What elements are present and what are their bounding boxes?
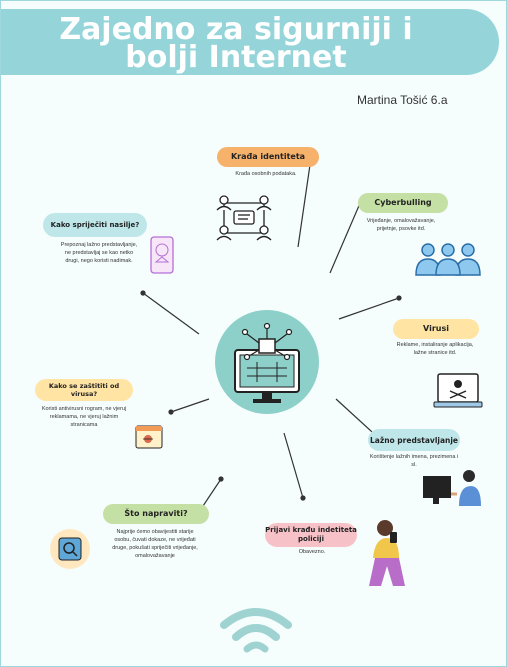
node-identity-theft-desc: Krađa osobnih podataka. xyxy=(235,171,297,177)
title-banner: Zajedno za sigurniji i bolji Internet xyxy=(1,9,499,75)
node-protect-desc: Koristi antivirusni rogram, ne vjeruj re… xyxy=(41,406,127,428)
node-prevent-desc: Prepoznaj lažno predstavljanje, ne preds… xyxy=(60,242,138,264)
node-report-label: Prijavi krađu indetiteta policiji xyxy=(265,523,357,547)
person-at-computer-icon xyxy=(423,470,481,506)
wifi-icon xyxy=(220,608,292,653)
node-report-desc: Obavezno. xyxy=(298,549,326,555)
group-people-icon xyxy=(415,243,481,276)
node-protect-label: Kako se zaštititi od virusa? xyxy=(35,379,133,401)
node-viruses-label: Virusi xyxy=(393,319,479,339)
title-line-2: bolji Internet xyxy=(125,40,347,75)
people-network-icon xyxy=(216,195,272,241)
phone-security-icon xyxy=(150,236,174,274)
node-cyberbullying-label: Cyberbulling xyxy=(358,193,448,213)
node-what-to-do-desc: Najprije ćemo obavijestiti starije osobu… xyxy=(112,529,198,559)
node-cyberbullying-desc: Vrijeđanje, omalovažavanje, prijetnje, p… xyxy=(366,218,436,232)
node-viruses-desc: Reklame, instaliranje aplikacija, lažne … xyxy=(396,342,474,356)
node-prevent-label: Kako spriječiti nasilje? xyxy=(43,213,147,237)
person-with-phone-icon xyxy=(369,520,405,586)
node-impersonation-label: Lažno predstavljanje xyxy=(368,429,460,451)
author-name: Martina Tošić 6.a xyxy=(357,93,448,107)
computer-network-icon xyxy=(234,322,300,403)
node-impersonation-desc: Korištenje lažnih imena, prezimena i sl. xyxy=(369,454,459,468)
magnifier-search-icon xyxy=(50,529,90,569)
central-hub xyxy=(215,310,319,414)
browser-bug-icon xyxy=(135,425,163,449)
node-identity-theft-label: Krađa identiteta xyxy=(217,147,319,167)
title-line-1: Zajedno za sigurniji i xyxy=(59,12,413,47)
node-what-to-do-label: Što napraviti? xyxy=(103,504,209,524)
laptop-virus-icon xyxy=(433,373,483,408)
